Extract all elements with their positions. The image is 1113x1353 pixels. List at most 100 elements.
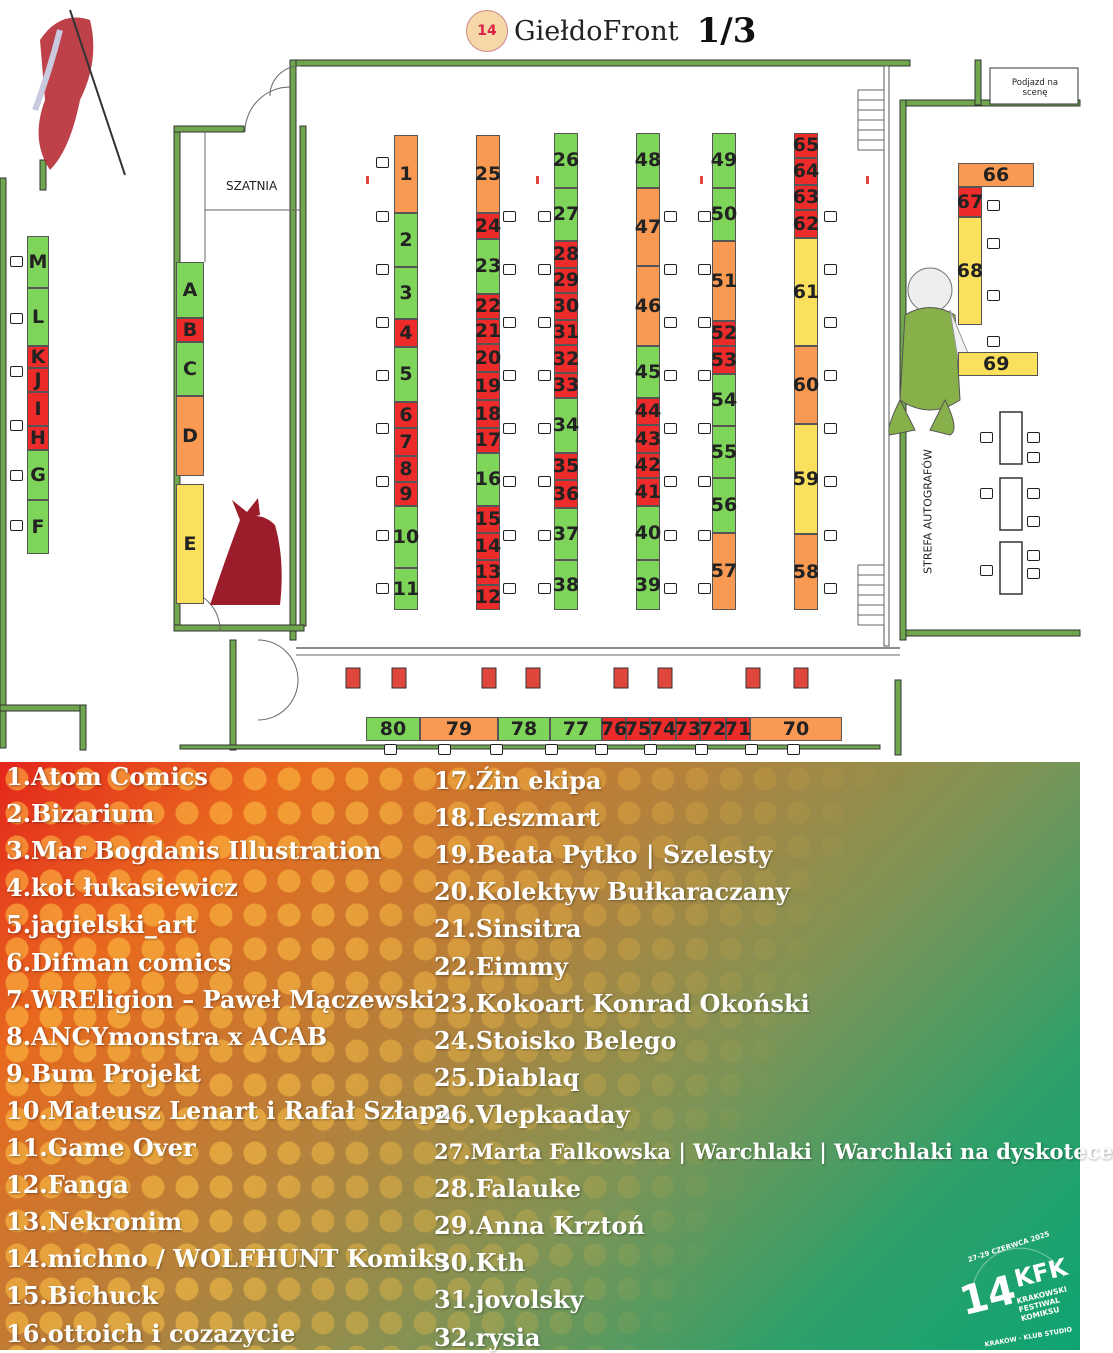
chair-icon — [503, 583, 516, 594]
stall-M: M — [27, 236, 49, 288]
stall-3: 3 — [394, 267, 418, 319]
legend-item: 29.Anna Krztoń — [434, 1211, 645, 1240]
stall-14: 14 — [475, 533, 501, 560]
stall-74: 74 — [649, 717, 677, 741]
stall-24: 24 — [475, 213, 501, 239]
stall-75: 75 — [624, 717, 652, 741]
character-illustration-red-cloak — [210, 498, 282, 605]
legend-item: 8.ANCYmonstra x ACAB — [6, 1022, 328, 1051]
chair-icon — [438, 744, 451, 755]
chair-icon — [10, 470, 23, 481]
stall-38: 38 — [553, 560, 579, 610]
chair-icon — [745, 744, 758, 755]
chair-icon — [10, 520, 23, 531]
character-illustration-top-left — [32, 9, 126, 176]
stall-62: 62 — [793, 210, 819, 238]
chair-icon — [664, 423, 677, 434]
stall-10: 10 — [393, 506, 419, 568]
chair-icon — [545, 744, 558, 755]
stall-17: 17 — [474, 428, 502, 453]
stall-71: 71 — [724, 717, 752, 741]
legend-item: 17.Źin ekipa — [434, 766, 602, 795]
chair-icon — [824, 264, 837, 275]
chair-icon — [824, 476, 837, 487]
legend-item: 28.Falauke — [434, 1174, 582, 1203]
chair-icon — [538, 317, 551, 328]
stall-45: 45 — [635, 346, 661, 398]
chair-icon — [376, 583, 389, 594]
chair-icon — [824, 583, 837, 594]
chair-icon — [698, 583, 711, 594]
chair-icon — [595, 744, 608, 755]
chair-icon — [664, 583, 677, 594]
stall-44: 44 — [635, 398, 661, 425]
chair-icon — [664, 211, 677, 222]
chair-icon — [538, 583, 551, 594]
legend-item: 9.Bum Projekt — [6, 1059, 201, 1088]
header-title-text: GiełdoFront — [514, 15, 679, 47]
stall-B: B — [176, 318, 204, 342]
legend-item: 5.jagielski_art — [6, 910, 197, 939]
chair-icon — [664, 530, 677, 541]
chair-icon — [698, 317, 711, 328]
stall-54: 54 — [711, 374, 737, 426]
chair-icon — [503, 476, 516, 487]
stall-E: E — [176, 484, 204, 604]
stall-36: 36 — [553, 480, 579, 508]
legend-item: 3.Mar Bogdanis Illustration — [6, 836, 382, 865]
stall-80: 80 — [366, 717, 420, 741]
chair-icon — [538, 530, 551, 541]
legend-item: 13.Nekronim — [6, 1207, 183, 1236]
legend-item: 10.Mateusz Lenart i Rafał Szłapa — [6, 1096, 452, 1125]
stall-37: 37 — [553, 508, 579, 560]
cloakroom-label: SZATNIA — [226, 179, 278, 193]
legend-item: 23.Kokoart Konrad Okoński — [434, 989, 810, 1018]
stall-20: 20 — [475, 344, 501, 372]
stall-J: J — [27, 368, 49, 392]
chair-icon — [384, 744, 397, 755]
kfk-festival-logo: 27-29 CZERWCA 2025 14 KFK KRAKOWSKI FEST… — [955, 1230, 1078, 1349]
legend-item: 11.Game Over — [6, 1133, 196, 1162]
chair-icon — [698, 370, 711, 381]
stall-7: 7 — [394, 428, 418, 456]
chair-icon — [824, 317, 837, 328]
stall-L: L — [27, 288, 49, 346]
stall-53: 53 — [711, 346, 737, 374]
stall-27: 27 — [553, 188, 579, 241]
chair-icon — [538, 211, 551, 222]
kfk-logo-icon — [971, 1247, 1065, 1298]
chair-icon — [503, 211, 516, 222]
chair-icon — [987, 336, 1000, 347]
stall-46: 46 — [635, 266, 661, 346]
chair-icon — [824, 370, 837, 381]
stall-H: H — [27, 426, 49, 450]
chair-icon — [1027, 432, 1040, 443]
chair-icon — [664, 317, 677, 328]
chair-icon — [538, 423, 551, 434]
chair-icon — [10, 420, 23, 431]
stall-79: 79 — [420, 717, 498, 741]
chair-icon — [376, 423, 389, 434]
legend-item: 24.Stoisko Belego — [434, 1026, 677, 1055]
chair-icon — [987, 238, 1000, 249]
stall-56: 56 — [711, 478, 737, 533]
stall-65: 65 — [792, 133, 820, 158]
chair-icon — [698, 264, 711, 275]
stall-50: 50 — [711, 188, 737, 241]
stall-2: 2 — [394, 213, 418, 267]
chair-icon — [1027, 550, 1040, 561]
chair-icon — [664, 264, 677, 275]
stall-I: I — [27, 392, 49, 426]
stall-57: 57 — [711, 533, 737, 610]
legend-item: 32.rysia — [434, 1323, 541, 1352]
legend-item: 15.Bichuck — [6, 1281, 158, 1310]
stall-78: 78 — [498, 717, 550, 741]
stall-72: 72 — [699, 717, 727, 741]
stall-15: 15 — [475, 506, 501, 533]
chair-icon — [538, 370, 551, 381]
legend-item: 2.Bizarium — [6, 799, 155, 828]
stall-63: 63 — [792, 185, 820, 210]
stall-33: 33 — [552, 373, 580, 398]
stall-D: D — [176, 396, 204, 476]
